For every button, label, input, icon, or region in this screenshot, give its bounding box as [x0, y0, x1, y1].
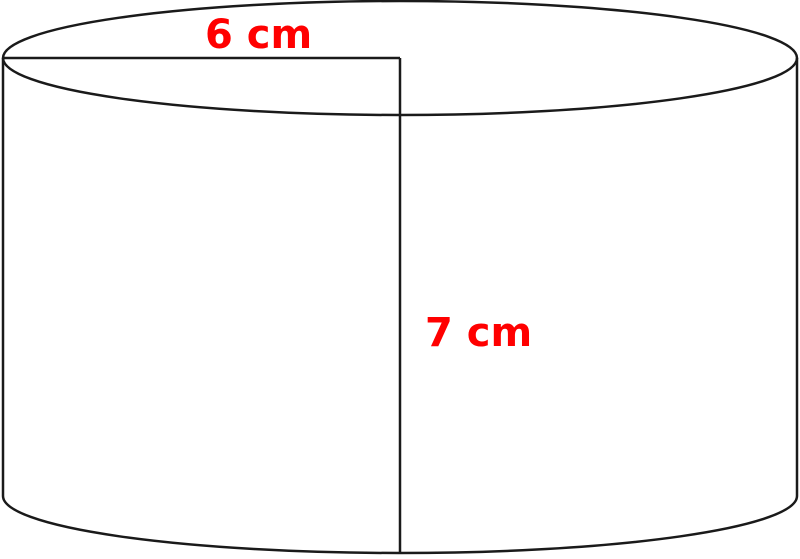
height-label: 7 cm — [425, 310, 532, 356]
radius-label: 6 cm — [205, 12, 312, 58]
